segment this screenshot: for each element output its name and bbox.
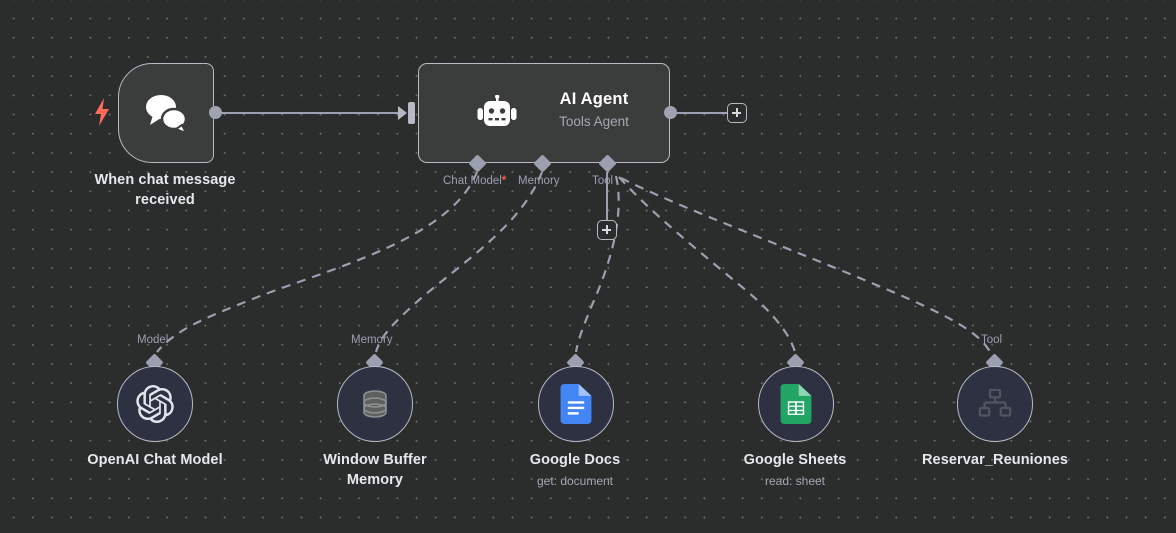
agent-port-label-memory: Memory	[518, 175, 560, 187]
agent-input-arrow	[398, 106, 407, 120]
add-node-after-agent-button[interactable]	[727, 103, 747, 123]
agent-output-port[interactable]	[664, 106, 677, 119]
chat-bubbles-icon	[146, 95, 188, 134]
node-when-chat-message-received[interactable]	[118, 63, 214, 163]
trigger-output-port[interactable]	[209, 106, 222, 119]
agent-input-port[interactable]	[408, 102, 415, 124]
node-google-sheets[interactable]	[758, 366, 834, 442]
node-window-buffer-memory[interactable]	[337, 366, 413, 442]
node-sublabel-google-sheets: read: sheet	[764, 474, 826, 488]
google-docs-icon	[560, 384, 592, 424]
node-ai-agent[interactable]: AI Agent Tools Agent	[418, 63, 670, 163]
node-sublabel-google-docs: get: document	[536, 474, 614, 488]
edge-memory-to-buffer	[374, 171, 544, 353]
robot-icon	[477, 95, 517, 126]
google-sheets-icon	[780, 384, 812, 424]
node-label-reservar-reuniones: Reservar_Reuniones	[921, 452, 1069, 468]
node-openai-chat-model[interactable]	[117, 366, 193, 442]
sub-connector-label-memory: Memory	[351, 334, 393, 346]
add-tool-button[interactable]	[597, 220, 617, 240]
agent-subtitle: Tools Agent	[559, 114, 629, 129]
lightning-bolt-icon	[95, 98, 109, 126]
openai-logo-icon	[136, 385, 174, 423]
database-icon	[363, 390, 387, 418]
agent-title: AI Agent	[559, 90, 629, 108]
sub-connector-label-model: Model	[137, 334, 169, 346]
node-label-google-docs: Google Docs	[529, 452, 621, 468]
node-google-docs[interactable]	[538, 366, 614, 442]
node-reservar-reuniones[interactable]	[957, 366, 1033, 442]
node-label-openai-chat-model: OpenAI Chat Model	[87, 452, 223, 468]
node-label-window-buffer-memory: Window Buffer Memory	[323, 452, 427, 488]
edge-tool-to-google-sheets	[618, 176, 797, 353]
edge-tool-to-google-docs	[574, 175, 620, 353]
agent-port-label-tool: Tool	[592, 175, 614, 187]
sub-connector-label-tool: Tool	[981, 334, 1003, 346]
network-hierarchy-icon	[978, 389, 1012, 417]
node-label-google-sheets: Google Sheets	[743, 452, 847, 468]
edge-tool-to-reservar-reuniones	[620, 177, 991, 353]
chat-model-required-marker: *	[501, 175, 507, 187]
chat-model-label-text: Chat Model	[443, 175, 502, 187]
node-label-trigger: When chat message received	[94, 172, 236, 208]
agent-port-label-chat-model: Chat Model*	[443, 175, 506, 187]
